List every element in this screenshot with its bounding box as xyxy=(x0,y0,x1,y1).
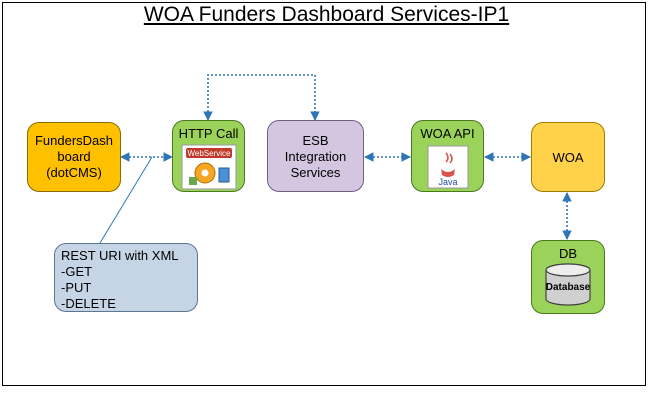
woa-node[interactable]: WOA xyxy=(531,122,605,192)
note-line-1: REST URI with XML xyxy=(61,248,179,263)
http-call-node[interactable]: HTTP Call WebService xyxy=(172,120,245,192)
note-line-4: -DELETE xyxy=(61,296,116,311)
funders-line-3: (dotCMS) xyxy=(46,165,102,180)
db-node[interactable]: DB Database xyxy=(531,240,605,314)
java-icon: Java xyxy=(427,145,468,189)
woa-api-node[interactable]: WOA API Java xyxy=(411,120,484,192)
esb-line-3: Services xyxy=(290,165,341,180)
java-icon-text: Java xyxy=(438,177,457,187)
database-icon-text: Database xyxy=(546,282,591,293)
connector-http-esb xyxy=(203,74,320,121)
webservice-icon-text: WebService xyxy=(187,149,231,158)
esb-line-1: ESB xyxy=(302,133,329,148)
note-line-3: -PUT xyxy=(61,280,92,295)
funders-line-2: board xyxy=(57,149,91,164)
http-call-label: HTTP Call xyxy=(178,126,239,141)
db-label: DB xyxy=(558,246,578,261)
page-title: WOA Funders Dashboard Services-IP1 xyxy=(143,3,510,26)
funders-line-1: FundersDash xyxy=(34,133,114,148)
note-callout-line xyxy=(99,156,153,244)
funders-dashboard-node[interactable]: FundersDash board (dotCMS) xyxy=(27,122,121,192)
webservice-icon: WebService xyxy=(181,144,236,190)
rest-uri-note: REST URI with XML -GET -PUT -DELETE xyxy=(54,243,198,312)
diagram-frame xyxy=(2,2,646,386)
woa-api-label: WOA API xyxy=(420,126,475,141)
esb-integration-node[interactable]: ESB Integration Services xyxy=(267,120,364,192)
note-line-2: -GET xyxy=(61,264,93,279)
woa-label: WOA xyxy=(552,150,584,165)
esb-line-2: Integration xyxy=(284,149,347,164)
database-icon: Database xyxy=(545,263,591,306)
